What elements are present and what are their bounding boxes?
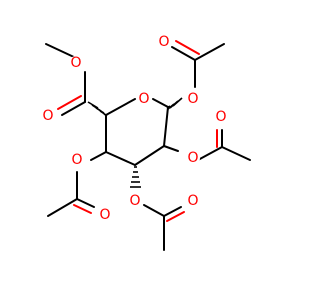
bond-carbonyl-c1-b <box>175 40 200 55</box>
hashed-bond-c5-ester <box>87 101 108 117</box>
bond-c4-o <box>90 151 107 161</box>
atom-label-background <box>128 194 142 208</box>
bond-carbonyl-c4-a <box>76 198 95 208</box>
atom-label-background <box>214 110 228 124</box>
pyranose-ring <box>105 98 169 166</box>
bond-carbonyl-c4-b <box>73 204 92 214</box>
atom-labels: O O O O O O O O O O O <box>41 34 228 223</box>
bond-carbonyl-c1-a <box>171 46 196 61</box>
c2-carbonyl-oxygen-label: O <box>215 109 226 125</box>
molecule-structure: O O O O O O O O O O O <box>41 34 251 251</box>
ester-methoxy-oxygen-label: O <box>70 55 81 71</box>
atom-label-background <box>70 153 84 167</box>
ring-oxygen-label: O <box>138 91 149 107</box>
atom-label-background <box>186 194 200 208</box>
bond-c5-ring-o <box>105 98 136 116</box>
methyl-ester-group <box>45 43 108 117</box>
atom-label-background <box>98 208 112 222</box>
bond-c2-c3 <box>134 145 165 166</box>
c1-carbonyl-oxygen-label: O <box>158 34 169 50</box>
bond-c1-c2 <box>163 106 169 147</box>
atom-label-background <box>41 109 55 123</box>
bond-c3-c4 <box>105 151 136 166</box>
bond-o-acyl-c2 <box>197 146 223 161</box>
acetate-c3 <box>130 166 185 251</box>
c4-link-oxygen-label: O <box>71 152 82 168</box>
bond-acyl-methyl-c1 <box>194 43 225 61</box>
acetate-c4 <box>47 151 107 217</box>
bond-acyl-methyl-c2 <box>221 146 251 161</box>
bond-methoxy-o-methyl <box>45 43 77 59</box>
bond-carbonyl-c3-a <box>163 206 182 217</box>
atom-label-background <box>157 35 171 49</box>
c3-carbonyl-oxygen-label: O <box>187 193 198 209</box>
atom-label-background <box>186 92 200 106</box>
c3-link-oxygen-label: O <box>129 193 140 209</box>
bond-carbonyl-c3-b <box>166 211 185 222</box>
bond-ester-carbonyl-2 <box>57 95 82 110</box>
atom-label-background <box>186 151 200 165</box>
atom-label-background <box>69 56 83 70</box>
ester-carbonyl-oxygen-label: O <box>42 108 53 124</box>
bond-o-acyl-c3 <box>143 204 165 217</box>
c2-link-oxygen-label: O <box>187 150 198 166</box>
c1-link-oxygen-label: O <box>187 91 198 107</box>
bond-ring-o-c1 <box>152 98 169 108</box>
acetate-c2 <box>163 129 251 161</box>
atom-label-background <box>137 92 151 106</box>
hashed-bond-c1-o <box>166 97 183 110</box>
bond-ester-carbonyl-1 <box>61 101 86 116</box>
bond-acyl-methyl-c4 <box>47 198 78 217</box>
hashed-bond-c3-o <box>130 166 141 188</box>
acetate-c1 <box>166 40 225 110</box>
c4-carbonyl-oxygen-label: O <box>99 207 110 223</box>
bond-c2-o <box>163 145 179 152</box>
